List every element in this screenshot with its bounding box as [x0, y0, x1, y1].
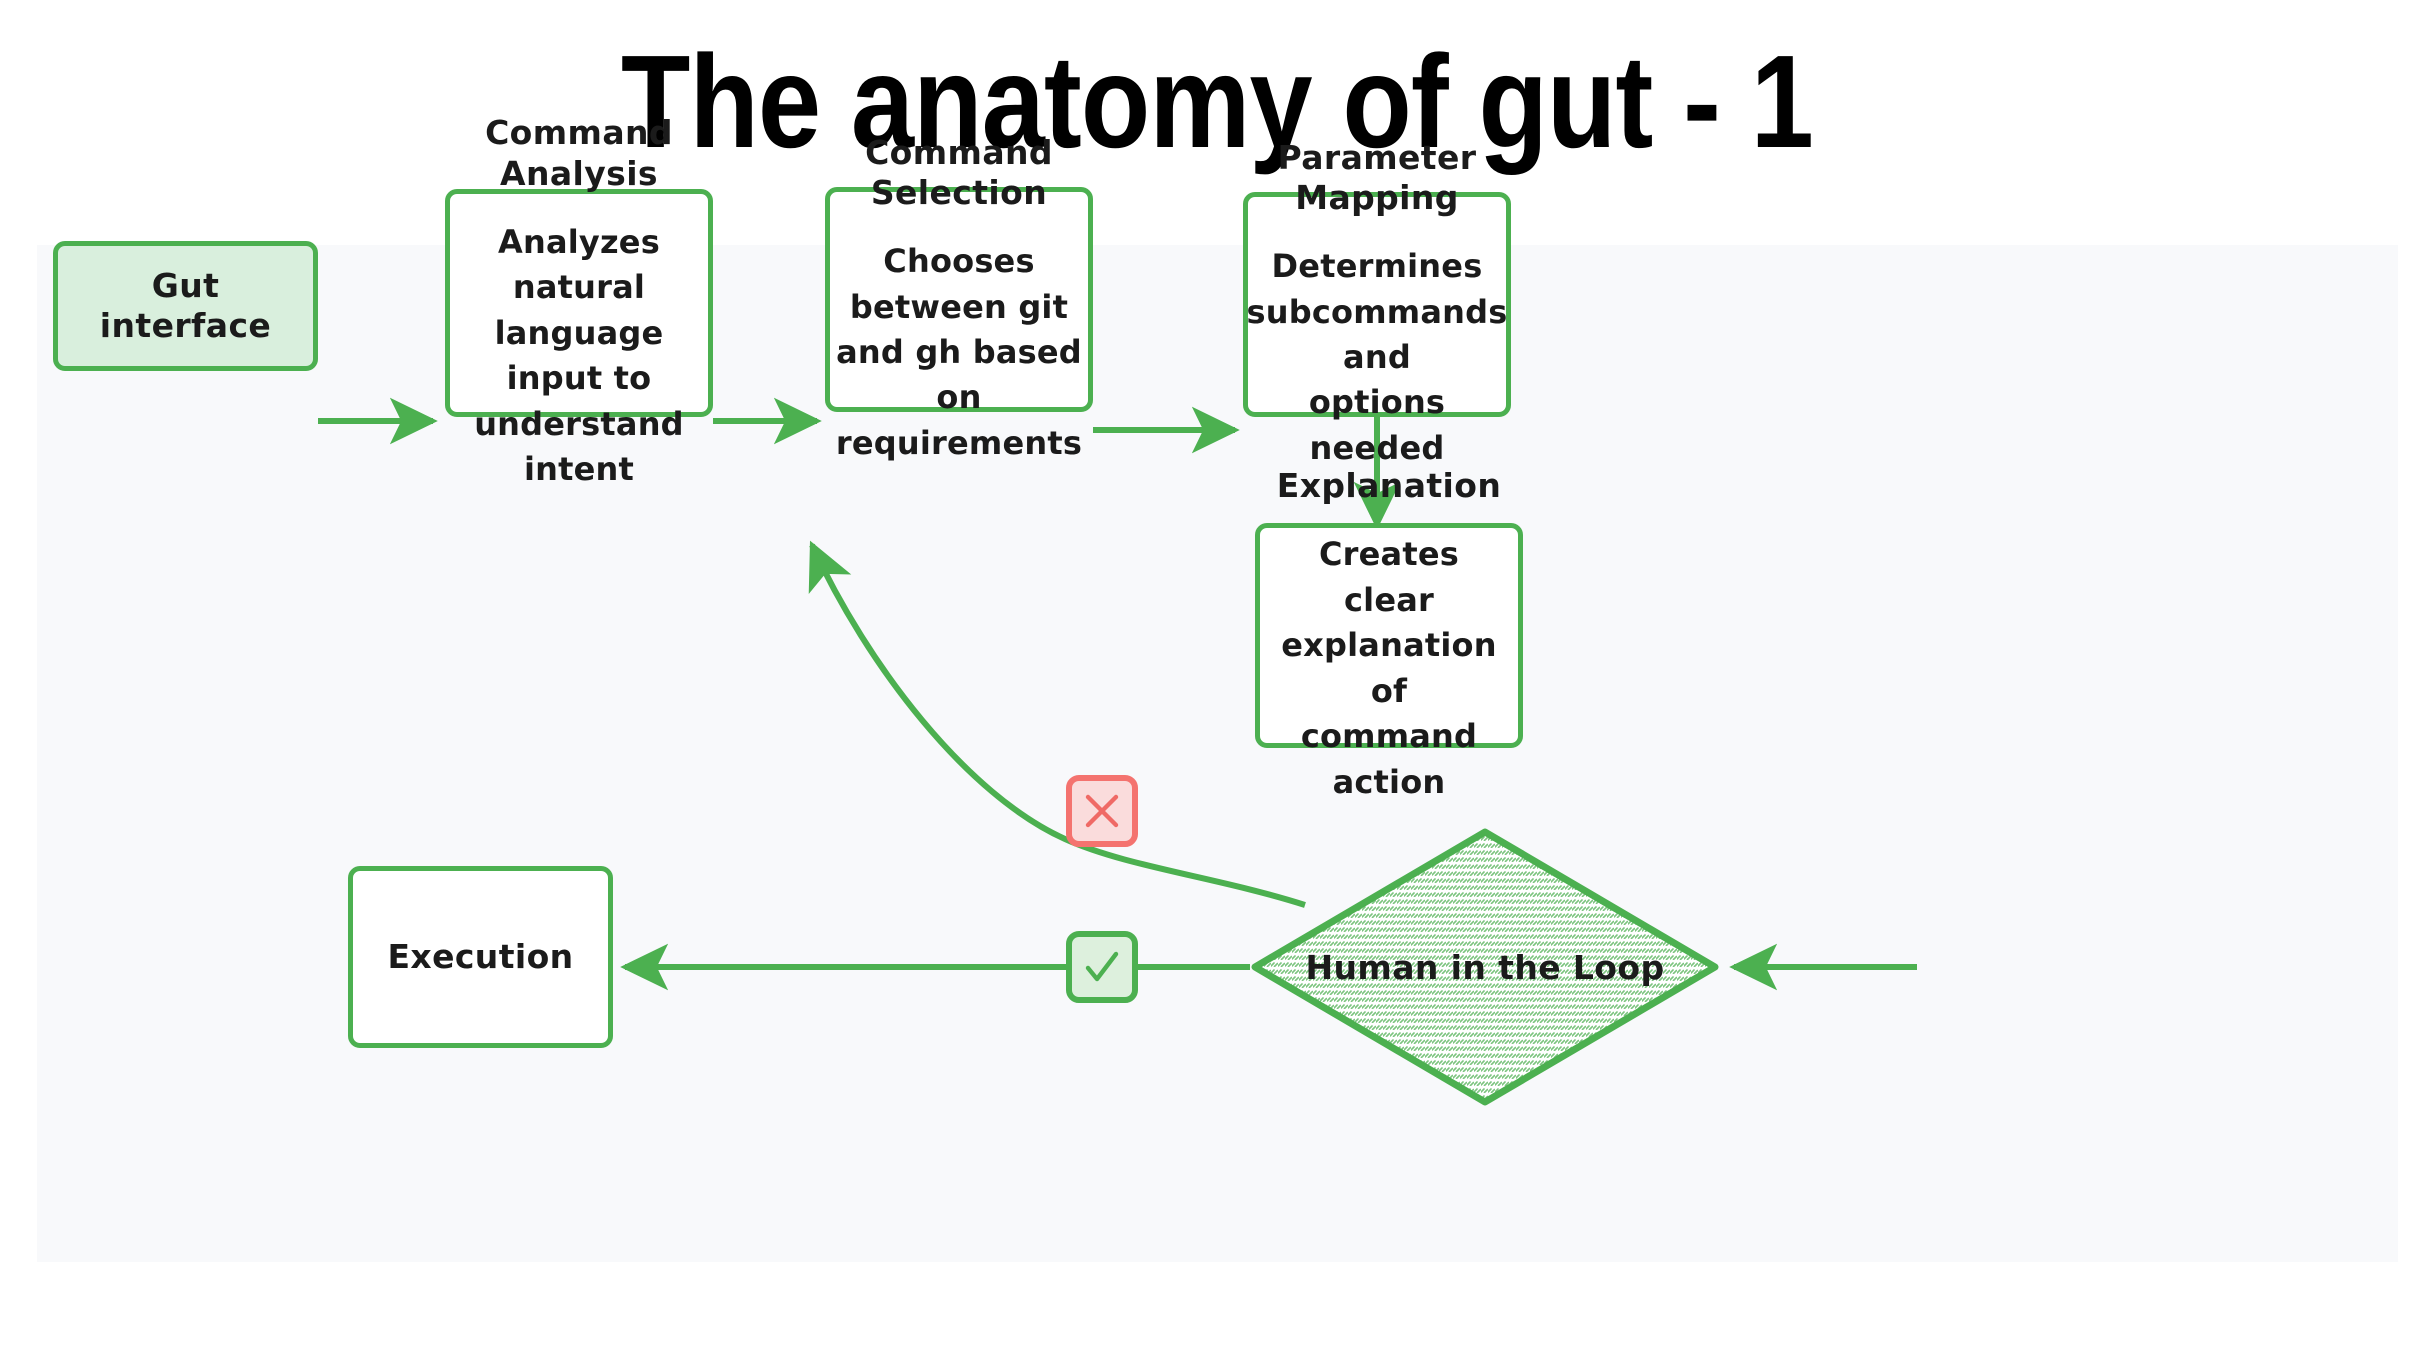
approve-badge[interactable] [1066, 931, 1138, 1003]
node-explanation-title: Explanation [1276, 466, 1502, 506]
diagram-canvas: Gut interface Command Analysis Analyzes … [37, 113, 2398, 1262]
edge-layer [318, 366, 1917, 991]
node-gut-interface[interactable]: Gut interface [53, 241, 318, 371]
edge-human-in-the-loop-to-command-analysis [808, 540, 1306, 908]
node-execution[interactable]: Execution [348, 866, 613, 1048]
node-parameter-mapping[interactable]: Parameter Mapping Determines subcommands… [1243, 138, 1511, 467]
node-command-selection[interactable]: Command Selection Chooses between git an… [825, 133, 1093, 462]
node-gut-interface-title: Gut interface [99, 265, 272, 345]
node-explanation-body: Creates clear explanation of command act… [1281, 535, 1497, 801]
node-explanation[interactable]: Explanation Creates clear explanation of… [1255, 466, 1523, 801]
node-human-in-the-loop-title: Human in the Loop [1305, 947, 1665, 987]
node-execution-title: Execution [387, 936, 574, 976]
check-icon [1085, 951, 1119, 982]
reject-badge[interactable] [1066, 775, 1138, 847]
node-command-analysis-title: Command Analysis [485, 113, 673, 193]
node-parameter-mapping-body: Determines subcommands and options neede… [1246, 247, 1508, 467]
node-command-selection-body: Chooses between git and gh based on requ… [835, 242, 1083, 462]
node-human-in-the-loop[interactable]: Human in the Loop [1250, 827, 1720, 1107]
diamond-shape [1251, 828, 1719, 1106]
node-command-analysis[interactable]: Command Analysis Analyzes natural langua… [445, 113, 713, 488]
cross-icon [1085, 794, 1119, 828]
node-command-analysis-body: Analyzes natural language input to under… [474, 222, 684, 489]
node-parameter-mapping-title: Parameter Mapping [1277, 137, 1477, 217]
node-command-selection-title: Command Selection [865, 132, 1053, 212]
page-title: The anatomy of gut - 1 [620, 28, 1814, 175]
